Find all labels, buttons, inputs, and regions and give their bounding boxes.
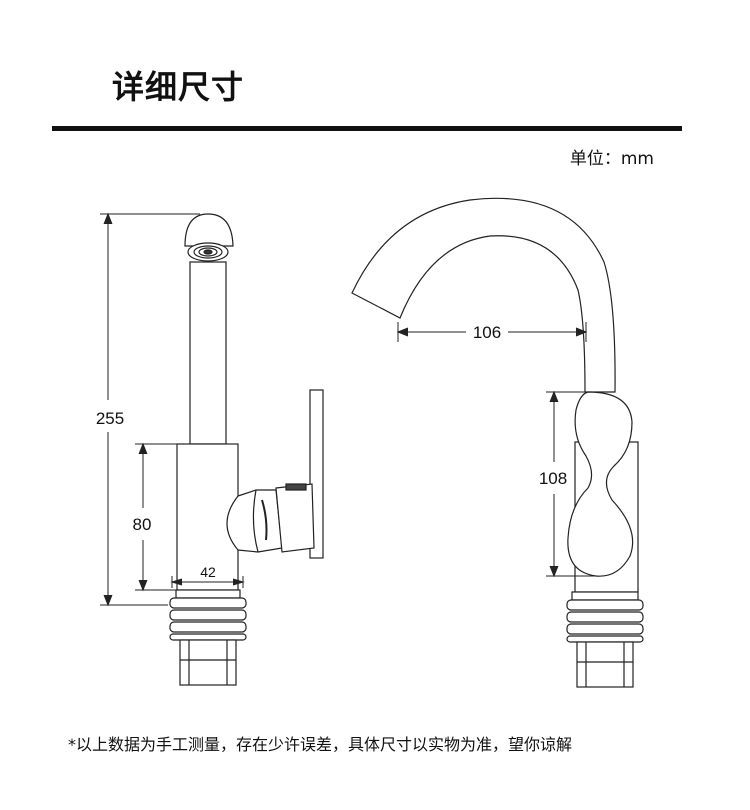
spout-head [184,213,234,247]
side-view [351,197,644,688]
page-title: 详细尺寸 [112,68,245,106]
dim-total-height: 255 [96,409,124,428]
dim-body-width: 42 [200,564,216,580]
front-view [169,213,324,686]
side-handle [567,391,634,577]
spout-tube [189,261,227,445]
dim-handle-height: 108 [539,469,567,488]
dim-spout-reach: 106 [473,323,501,342]
dim-body-height: 80 [133,515,152,534]
gooseneck-spout [351,197,616,393]
title-divider [52,126,682,131]
measurement-note: *以上数据为手工测量，存在少许误差，具体尺寸以实物为准，望你谅解 [68,735,573,754]
unit-label: 单位：mm [569,149,654,169]
